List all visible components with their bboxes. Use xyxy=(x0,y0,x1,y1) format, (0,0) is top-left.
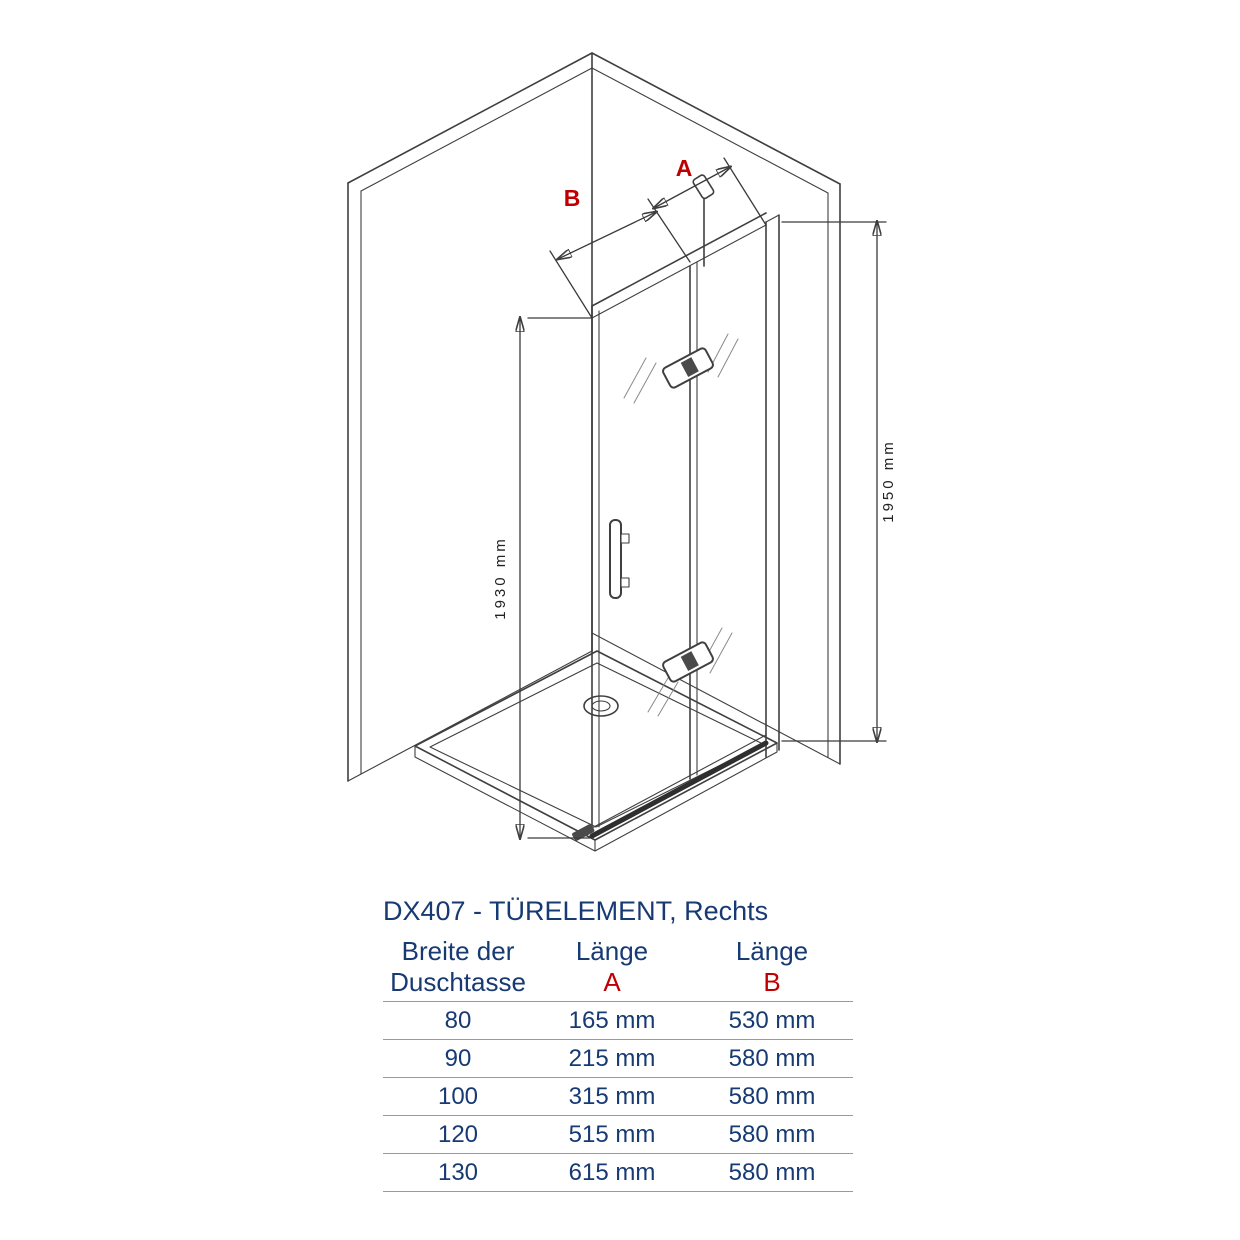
right-wall xyxy=(591,52,841,765)
table-row: 130 615 mm 580 mm xyxy=(383,1154,853,1192)
height-outer-label: 1950 mm xyxy=(880,439,897,523)
shower-enclosure-drawing: 1930 mm 1950 mm A B xyxy=(347,52,897,852)
cell-laenge-b: 580 mm xyxy=(728,1045,816,1072)
cell-laenge-b: 530 mm xyxy=(728,1007,816,1034)
cell-laenge-b: 580 mm xyxy=(728,1083,816,1110)
cell-laenge-b: 580 mm xyxy=(728,1121,816,1148)
door-hinge-top xyxy=(662,347,714,389)
header-laenge-a: Länge A xyxy=(533,936,691,998)
table-row: 80 165 mm 530 mm xyxy=(383,1002,853,1040)
cell-laenge-a: 515 mm xyxy=(568,1121,656,1148)
header-laenge-a-line1: Länge xyxy=(575,936,649,966)
dimension-b: B xyxy=(549,185,656,319)
header-breite-line1: Breite der xyxy=(401,936,515,966)
header-laenge-a-line2: A xyxy=(603,967,621,997)
cell-laenge-a: 165 mm xyxy=(568,1007,656,1034)
header-breite: Breite der Duschtasse xyxy=(383,936,533,998)
table-row: 120 515 mm 580 mm xyxy=(383,1116,853,1154)
dimension-height-inner: 1930 mm xyxy=(492,318,593,838)
cell-laenge-a: 615 mm xyxy=(568,1159,656,1186)
cell-breite: 90 xyxy=(444,1045,472,1072)
door-guide xyxy=(572,824,595,841)
cell-laenge-a: 215 mm xyxy=(568,1045,656,1072)
table-row: 90 215 mm 580 mm xyxy=(383,1040,853,1078)
cell-breite: 130 xyxy=(437,1159,479,1186)
table-row: 100 315 mm 580 mm xyxy=(383,1078,853,1116)
product-title: DX407 - TÜRELEMENT, Rechts xyxy=(383,896,769,926)
cell-breite: 120 xyxy=(437,1121,479,1148)
dimension-height-outer: 1950 mm xyxy=(781,222,897,741)
dim-b-label: B xyxy=(564,185,581,211)
cell-breite: 80 xyxy=(444,1007,472,1034)
spec-section: DX407 - TÜRELEMENT, Rechts Breite der Du… xyxy=(383,896,853,1192)
cell-breite: 100 xyxy=(437,1083,479,1110)
door-hinge-bottom xyxy=(662,641,714,683)
header-laenge-b-line2: B xyxy=(763,967,781,997)
dimension-a: A xyxy=(647,155,767,263)
door-handle xyxy=(609,519,630,599)
cell-laenge-a: 315 mm xyxy=(568,1083,656,1110)
left-wall xyxy=(347,52,593,782)
drain xyxy=(583,695,619,717)
height-inner-label: 1930 mm xyxy=(492,536,509,620)
dim-a-label: A xyxy=(676,155,693,181)
header-laenge-b: Länge B xyxy=(691,936,853,998)
table-header: Breite der Duschtasse Länge A Länge B xyxy=(383,936,853,1002)
cell-laenge-b: 580 mm xyxy=(728,1159,816,1186)
header-laenge-b-line1: Länge xyxy=(735,936,809,966)
shower-tray xyxy=(414,650,778,852)
header-breite-line2: Duschtasse xyxy=(390,967,526,997)
